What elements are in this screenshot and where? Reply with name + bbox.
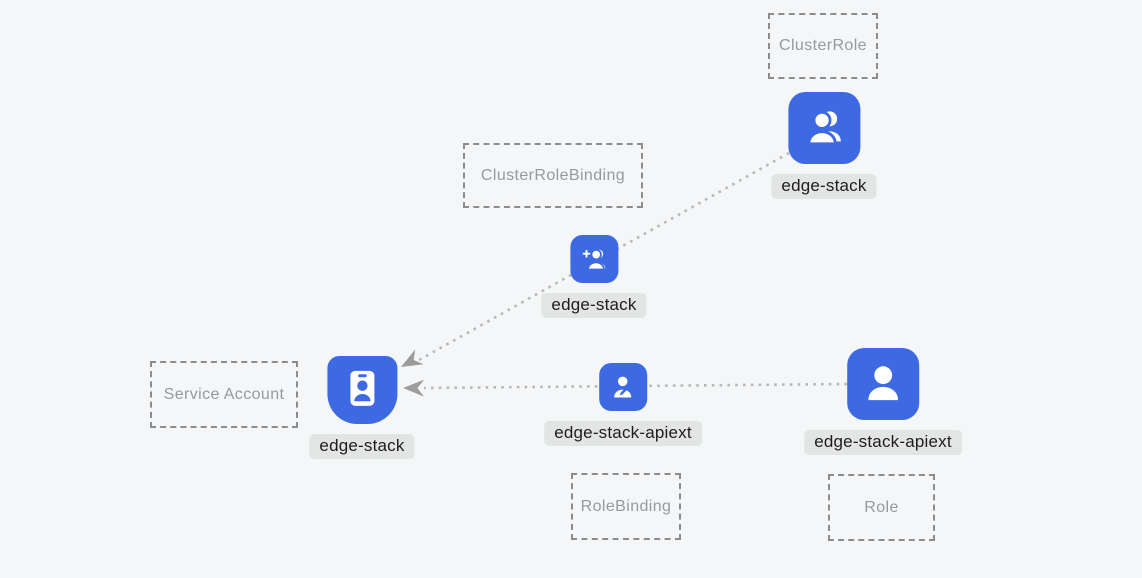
type-box-serviceaccount: Service Account xyxy=(150,361,298,428)
node-clusterrolebinding: edge-stack xyxy=(541,235,647,318)
user-icon[interactable] xyxy=(847,348,919,420)
type-box-role: Role xyxy=(828,474,935,541)
user-plus-icon[interactable] xyxy=(569,235,618,283)
node-label-clusterrole: edge-stack xyxy=(771,174,877,199)
type-box-label: ClusterRoleBinding xyxy=(480,166,626,184)
node-serviceaccount: edge-stack xyxy=(309,356,415,459)
type-box-rolebinding: RoleBinding xyxy=(571,473,681,540)
node-label-serviceaccount: edge-stack xyxy=(309,434,415,459)
type-box-clusterrolebinding: ClusterRoleBinding xyxy=(463,143,643,208)
node-label-rolebinding: edge-stack-apiext xyxy=(544,421,702,446)
node-rolebinding: edge-stack-apiext xyxy=(544,363,702,446)
node-label-role: edge-stack-apiext xyxy=(804,430,962,455)
arrowhead-icon xyxy=(401,349,424,367)
id-badge-icon[interactable] xyxy=(326,356,397,424)
type-box-label: Service Account xyxy=(163,385,285,403)
type-box-label: Role xyxy=(864,498,899,516)
users-icon[interactable] xyxy=(787,92,860,164)
node-label-clusterrolebinding: edge-stack xyxy=(541,293,647,318)
node-role: edge-stack-apiext xyxy=(804,348,962,455)
type-box-clusterrole: ClusterRole xyxy=(768,13,878,79)
type-box-label: ClusterRole xyxy=(779,37,867,54)
type-box-label: RoleBinding xyxy=(580,497,672,515)
user-edit-icon[interactable] xyxy=(599,363,647,411)
arrowhead-icon xyxy=(403,379,425,397)
node-clusterrole: edge-stack xyxy=(771,92,877,199)
